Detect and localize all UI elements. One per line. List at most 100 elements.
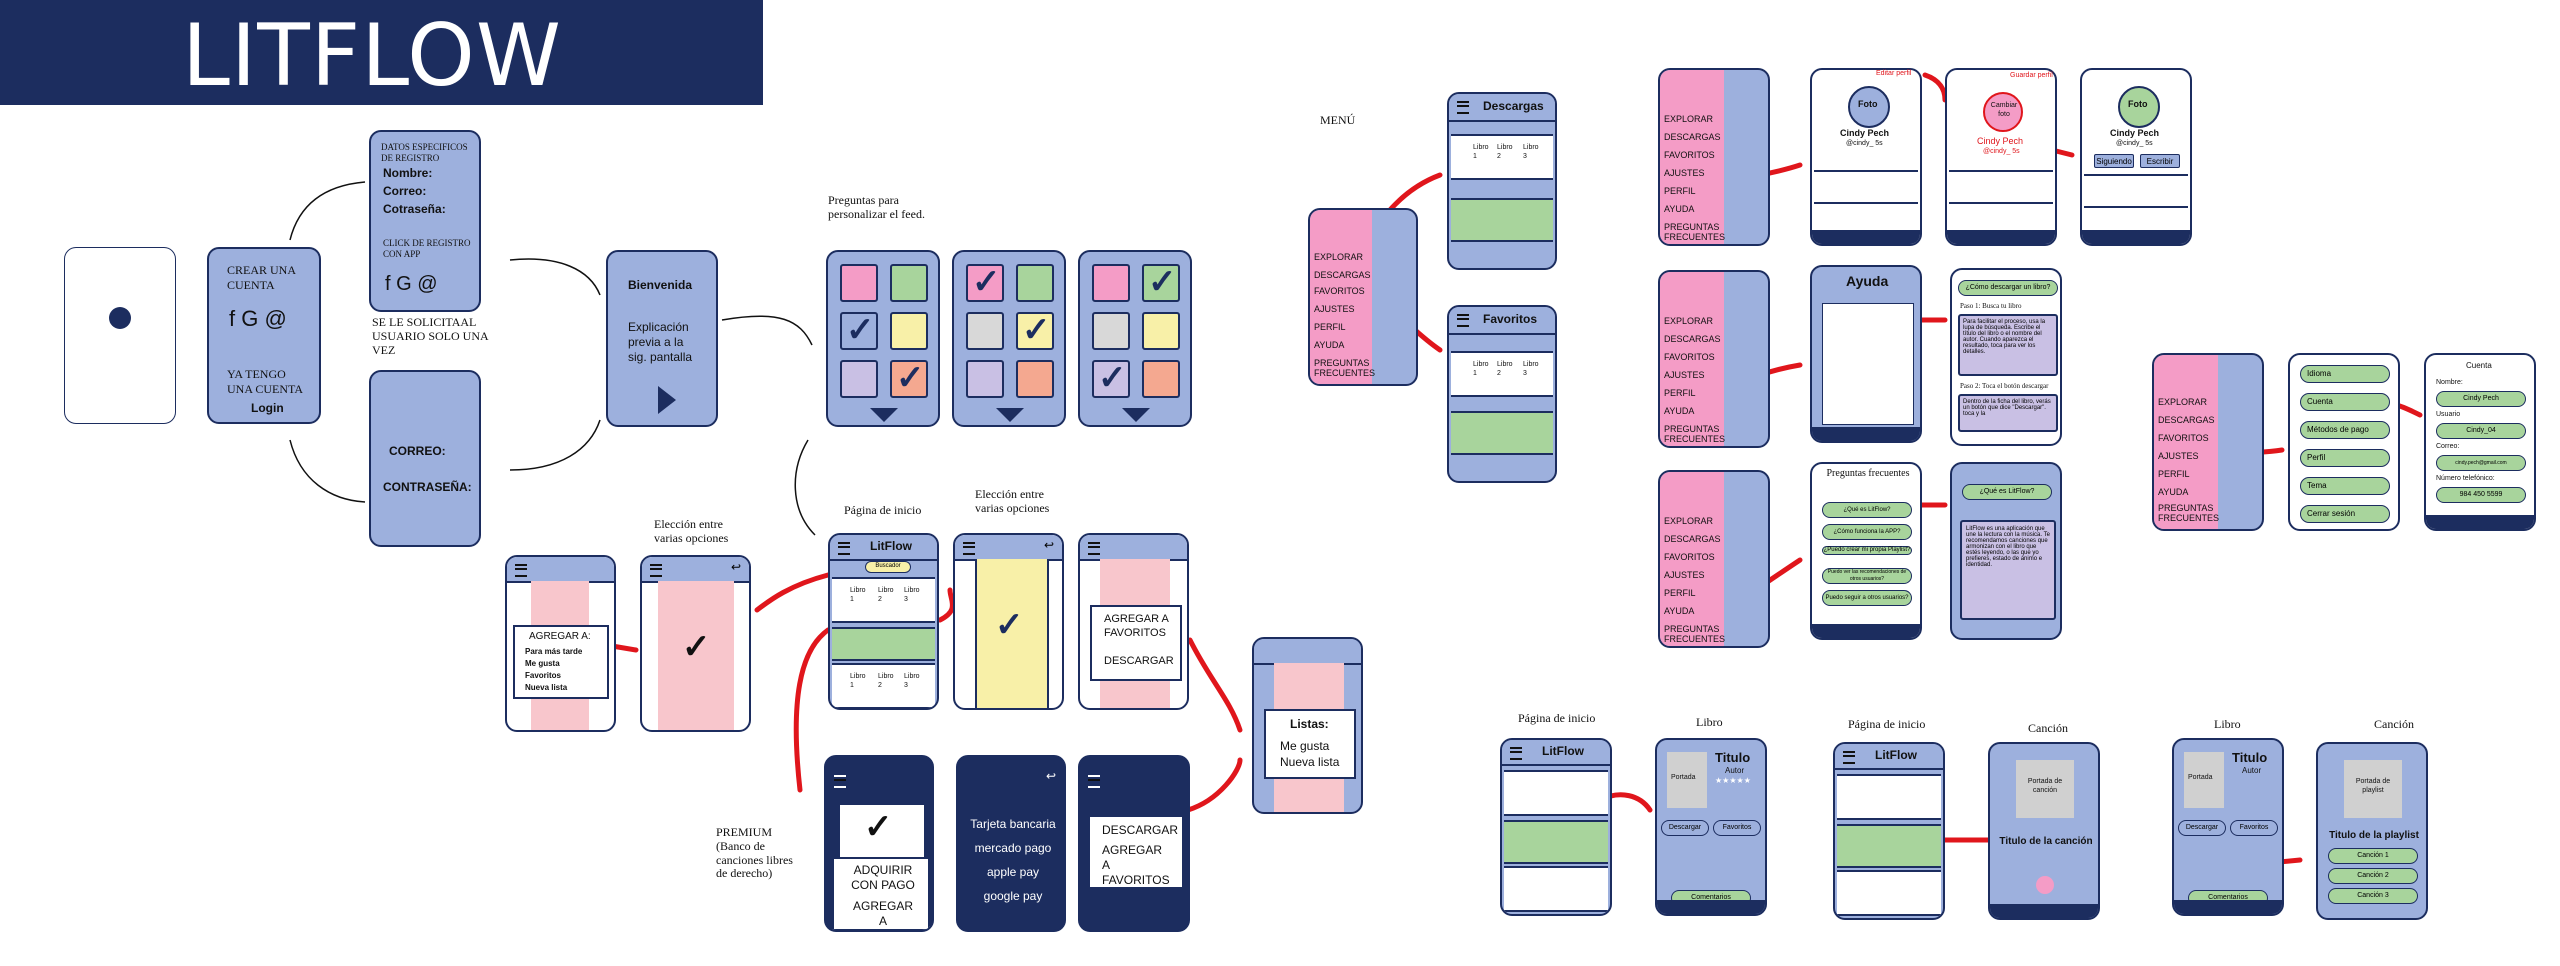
option-new[interactable]: Nueva lista [525, 683, 568, 692]
option-like[interactable]: Me gusta [525, 659, 560, 668]
menu-icon[interactable] [1088, 542, 1100, 555]
faq-item[interactable]: Puedo seguir a otros usuarios? [1822, 590, 1912, 606]
menu-explorar[interactable]: EXPLORAR [1664, 316, 1714, 326]
next-arrow-icon[interactable] [658, 386, 676, 414]
book-card[interactable]: Libro 2 [878, 587, 894, 603]
menu-faq[interactable]: PREGUNTAS FRECUENTES [1664, 222, 1726, 242]
menu-icon[interactable] [1843, 751, 1855, 764]
menu-ayuda[interactable]: AYUDA [1664, 406, 1695, 416]
menu-faq[interactable]: PREGUNTAS FRECUENTES [1664, 624, 1726, 644]
menu-favoritos[interactable]: FAVORITOS [1664, 150, 1715, 160]
menu-perfil[interactable]: PERFIL [1664, 388, 1696, 398]
password-field[interactable]: Cotraseña: [383, 202, 446, 216]
method-apple[interactable]: apple pay [986, 865, 1040, 879]
menu-icon[interactable] [963, 542, 975, 555]
change-photo-button[interactable]: Cambiar foto [1983, 92, 2023, 132]
faq-item[interactable]: ¿Qué es LitFlow? [1822, 502, 1912, 518]
correo-field[interactable]: CORREO: [389, 444, 446, 458]
menu-descargas[interactable]: DESCARGAS [1664, 334, 1721, 344]
name-field[interactable]: Nombre: [383, 166, 433, 180]
menu-descargas[interactable]: DESCARGAS [2158, 415, 2215, 425]
music-row[interactable] [1451, 411, 1553, 455]
down-arrow-icon[interactable] [1122, 408, 1150, 422]
menu-favoritos[interactable]: FAVORITOS [1314, 286, 1365, 296]
menu-icon[interactable] [838, 542, 850, 555]
menu-descargas[interactable]: DESCARGAS [1664, 534, 1721, 544]
option-tile[interactable]: ✓ [1142, 263, 1180, 302]
music-row[interactable] [1451, 198, 1553, 242]
menu-perfil[interactable]: PERFIL [2158, 469, 2190, 479]
menu-icon[interactable] [1457, 314, 1469, 327]
edit-profile-link[interactable]: Editar perfil [1876, 70, 1912, 77]
option-tile[interactable]: ✓ [1016, 311, 1054, 350]
email-field[interactable]: Correo: [383, 184, 427, 198]
book-download[interactable]: Descargar [2178, 820, 2226, 836]
menu-ayuda[interactable]: AYUDA [1664, 606, 1695, 616]
menu-ajustes[interactable]: AJUSTES [2158, 451, 2199, 461]
option-tile[interactable]: ✓ [890, 359, 928, 398]
option-tile[interactable] [1016, 360, 1054, 398]
settings-profile[interactable]: Perfil [2300, 449, 2390, 467]
book-download[interactable]: Descargar [1661, 820, 1709, 836]
book-card[interactable]: Libro 3 [1523, 144, 1539, 160]
menu-descargas[interactable]: DESCARGAS [1664, 132, 1721, 142]
book-fav[interactable]: Favoritos [1713, 820, 1761, 836]
book-card[interactable]: Libro 2 [878, 673, 894, 689]
option-tile[interactable] [1092, 264, 1130, 302]
book-card[interactable]: Libro 2 [1497, 144, 1513, 160]
menu-icon[interactable] [1457, 101, 1469, 114]
help-question[interactable]: ¿Cómo descargar un libro? [1958, 280, 2058, 296]
account-name[interactable]: Cindy Pech [2436, 391, 2526, 407]
login-button[interactable]: Login [251, 401, 284, 415]
song-item[interactable]: Canción 1 [2328, 848, 2418, 864]
menu-explorar[interactable]: EXPLORAR [1664, 516, 1714, 526]
book-card[interactable]: Libro 1 [850, 673, 866, 689]
menu-faq[interactable]: PREGUNTAS FRECUENTES [1664, 424, 1726, 444]
menu-icon[interactable] [515, 564, 527, 577]
option-tile[interactable] [840, 264, 878, 302]
premium-fav2-button[interactable]: AGREGAR A FAVORITOS [1102, 843, 1170, 887]
option-tile[interactable] [1142, 312, 1180, 350]
back-icon[interactable]: ↩ [1043, 538, 1054, 552]
add-fav-button[interactable]: AGREGAR A FAVORITOS [1104, 613, 1169, 639]
settings-payment[interactable]: Métodos de pago [2300, 421, 2390, 439]
option-tile[interactable] [966, 312, 1004, 350]
account-mail[interactable]: cindy.pech@gmail.com [2436, 455, 2526, 471]
menu-icon[interactable] [834, 775, 846, 788]
option-tile[interactable] [966, 360, 1004, 398]
menu-icon[interactable] [1510, 747, 1522, 760]
menu-ayuda[interactable]: AYUDA [1664, 204, 1695, 214]
song-item[interactable]: Canción 3 [2328, 888, 2418, 904]
option-fav[interactable]: Favoritos [525, 671, 562, 680]
method-google[interactable]: google pay [983, 889, 1043, 903]
book-fav[interactable]: Favoritos [2230, 820, 2278, 836]
down-arrow-icon[interactable] [996, 408, 1024, 422]
settings-language[interactable]: Idioma [2300, 365, 2390, 383]
book-card[interactable]: Libro 3 [904, 673, 920, 689]
book-card[interactable]: Libro 1 [1473, 144, 1489, 160]
following-button[interactable]: Siguiendo [2094, 154, 2134, 168]
music-row[interactable] [1504, 820, 1608, 864]
option-tile[interactable] [890, 312, 928, 350]
have-account-link[interactable]: YA TENGO UNA CUENTA [227, 367, 304, 396]
contrasena-field[interactable]: CONTRASEÑA: [383, 480, 472, 494]
settings-logout[interactable]: Cerrar sesión [2300, 505, 2390, 523]
edit-user[interactable]: @cindy_ 5s [1983, 148, 2020, 155]
edit-name[interactable]: Cindy Pech [1977, 136, 2024, 146]
option-tile[interactable] [1016, 264, 1054, 302]
option-tile[interactable] [1092, 312, 1130, 350]
menu-explorar[interactable]: EXPLORAR [2158, 397, 2208, 407]
option-tile[interactable]: ✓ [966, 263, 1004, 302]
social-icons-register[interactable]: f G @ [385, 273, 438, 295]
account-phone[interactable]: 984 450 5599 [2436, 487, 2526, 503]
search-bar[interactable]: Buscador [865, 561, 911, 573]
menu-ayuda[interactable]: AYUDA [1314, 340, 1345, 350]
list-like[interactable]: Me gusta [1280, 739, 1330, 753]
settings-theme[interactable]: Tema [2300, 477, 2390, 495]
option-tile[interactable]: ✓ [1092, 359, 1130, 398]
menu-faq[interactable]: PREGUNTAS FRECUENTES [1314, 358, 1376, 378]
book-card[interactable]: Libro 2 [1497, 361, 1513, 377]
option-tile[interactable] [1142, 360, 1180, 398]
menu-ajustes[interactable]: AJUSTES [1664, 570, 1705, 580]
save-profile-link[interactable]: Guardar perfil [2010, 72, 2053, 79]
